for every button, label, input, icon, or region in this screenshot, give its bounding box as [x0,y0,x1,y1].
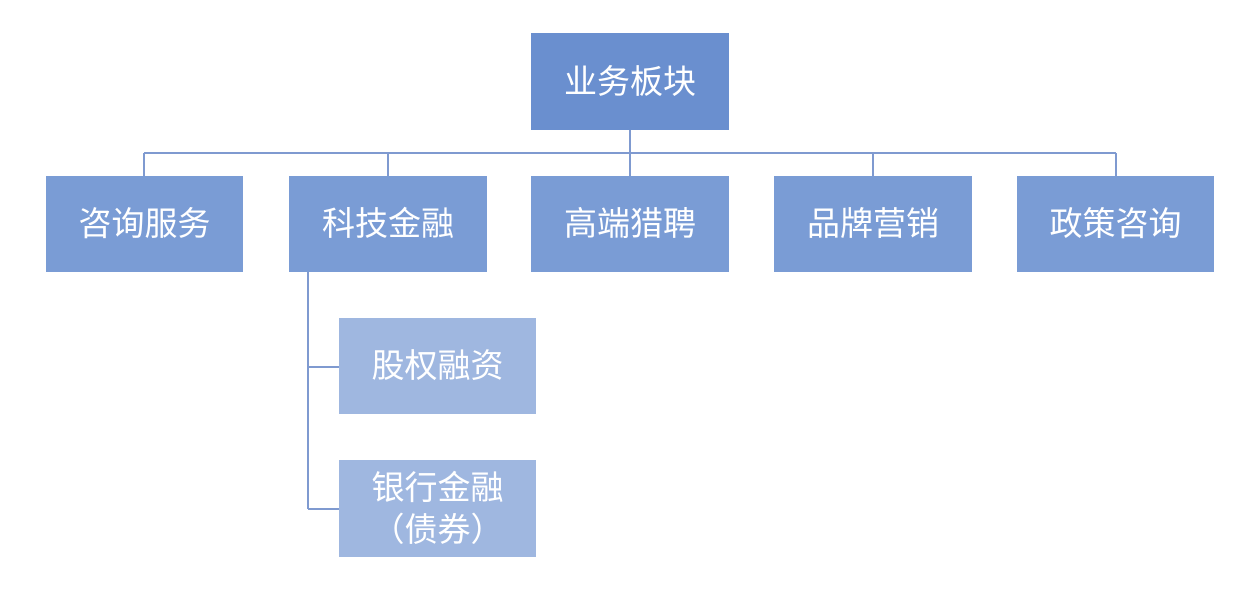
division-node-brand-marketing: 品牌营销 [774,176,972,272]
sub-node-bank-finance-bonds: 银行金融 （债券） [339,460,536,557]
root-node-label: 业务板块 [564,61,696,101]
sub-node-equity-financing: 股权融资 [339,318,536,414]
division-node-policy-consulting: 政策咨询 [1017,176,1214,272]
sub-node-label: 股权融资 [371,346,504,385]
division-node-label: 科技金融 [322,204,454,243]
division-node-executive-headhunting: 高端猎聘 [531,176,729,272]
division-node-label: 品牌营销 [807,204,939,243]
division-node-label: 政策咨询 [1049,204,1182,243]
division-node-label: 高端猎聘 [564,204,696,243]
division-node-consulting-services: 咨询服务 [46,176,243,272]
sub-node-label: 银行金融 （债券） [371,467,504,549]
division-node-tech-finance: 科技金融 [289,176,487,272]
root-node-business-segments: 业务板块 [531,33,729,130]
division-node-label: 咨询服务 [78,204,211,243]
